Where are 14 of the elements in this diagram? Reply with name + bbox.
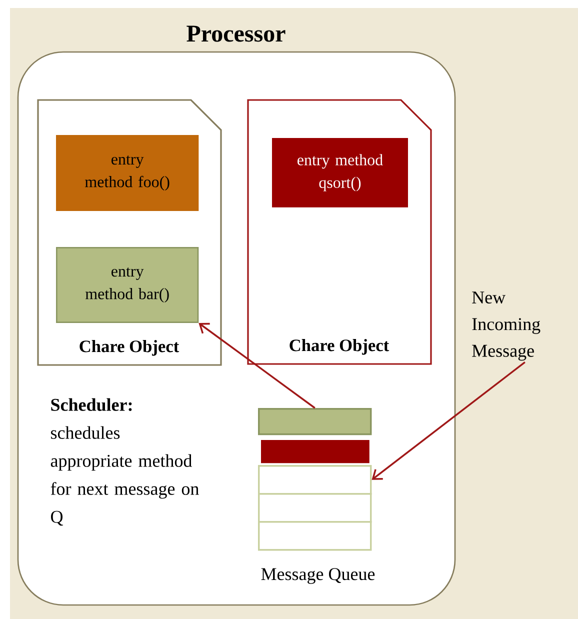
queue-label: Message Queue xyxy=(261,568,375,584)
method-box: entry method foo() xyxy=(56,135,199,212)
queue-slot xyxy=(258,465,372,495)
queued-message-bar xyxy=(258,408,372,436)
incoming-message-text: New Incoming Message xyxy=(472,292,540,361)
queued-message-bar xyxy=(261,440,370,464)
node-label: Processor xyxy=(186,26,286,42)
method-box: entry method qsort() xyxy=(272,138,408,208)
queue-slot xyxy=(258,493,372,523)
queue-slot xyxy=(258,521,372,551)
method-box: entry method bar() xyxy=(56,247,199,323)
arrow xyxy=(372,362,526,480)
scheduler-note: Scheduler: schedules appropriate method for next message on Q xyxy=(50,398,199,526)
arrow xyxy=(198,322,316,409)
